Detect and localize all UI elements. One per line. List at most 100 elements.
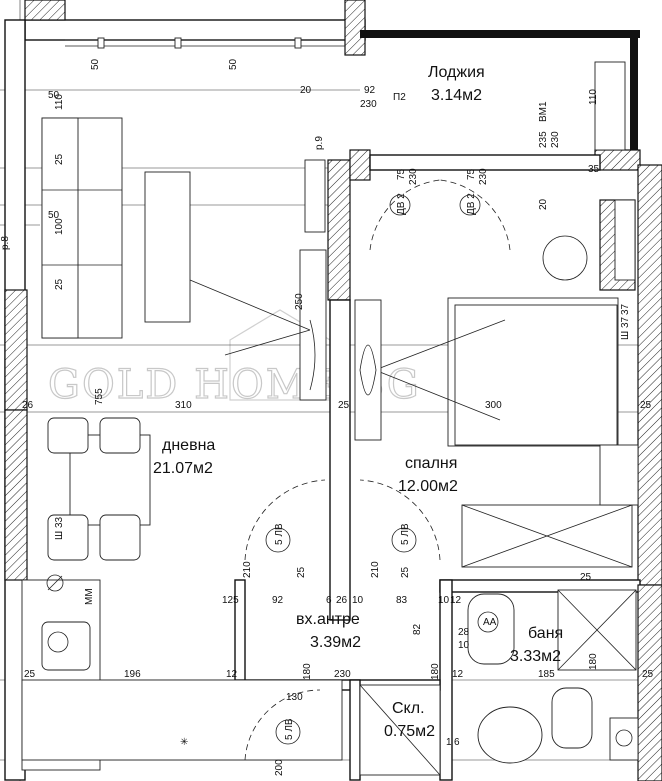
bath-area: 3.33м2: [510, 648, 561, 665]
dim-230e: 230: [334, 669, 351, 680]
kitchen: ✳: [21, 574, 343, 771]
dim-235: 235: [538, 131, 549, 148]
dim-25-right: 25: [640, 400, 652, 411]
dim-230-b: 230: [478, 168, 489, 185]
dim-12a: 12: [450, 595, 462, 606]
dim-230-c: 230: [550, 131, 561, 148]
dim-28: 28: [458, 627, 470, 638]
window-top: [65, 37, 345, 49]
dim-1: 1: [446, 737, 452, 748]
dim-180-c: 180: [588, 653, 599, 670]
radiator-1: [594, 61, 626, 151]
dim-83: 83: [396, 595, 408, 606]
dim-250: 250: [294, 293, 305, 310]
dim-10b: 10: [438, 595, 450, 606]
radiator-3: [304, 159, 326, 233]
wardrobe: [461, 444, 639, 568]
dim-top-20: 20: [300, 85, 312, 96]
dim-p8: р.8: [0, 236, 11, 250]
dim-230-a: 230: [408, 168, 419, 185]
dim-210-a: 210: [242, 561, 253, 578]
walls: [4, 0, 662, 781]
bedroom-name: спалня: [405, 455, 457, 472]
dim-35: 35: [588, 164, 600, 175]
dim-25d: 25: [24, 669, 36, 680]
label-mm: ММ: [84, 588, 95, 605]
dim-20: 20: [538, 198, 549, 210]
dim-sh37: Ш 37: [620, 316, 631, 340]
dim-side-25b: 25: [54, 278, 65, 290]
dim-92: 92: [272, 595, 284, 606]
dim-side-50: 50: [48, 90, 60, 101]
loggia-area: 3.14м2: [431, 87, 482, 104]
dim-p2: П2: [393, 92, 406, 103]
storage-name: Скл.: [392, 700, 425, 717]
dim-25-b: 25: [400, 566, 411, 578]
dim-side-50b: 50: [48, 210, 60, 221]
doors: [244, 179, 511, 761]
dim-200: 200: [274, 759, 285, 776]
dim-180-b: 180: [430, 663, 441, 680]
dim-25c: 25: [580, 572, 592, 583]
dim-125: 125: [222, 595, 239, 606]
bed: [374, 235, 619, 447]
dim-25-mid: 25: [338, 400, 350, 411]
dim-6b: 6: [454, 737, 460, 748]
dim-10c: 10: [458, 640, 470, 651]
coffee-table: [144, 171, 191, 323]
dim-180-a: 180: [302, 663, 313, 680]
dim-130: 130: [286, 692, 303, 703]
living-area: 21.07м2: [153, 460, 213, 477]
dim-300: 300: [485, 400, 502, 411]
dim-25-a: 25: [296, 566, 307, 578]
sofa: [41, 117, 123, 339]
bedroom-area: 12.00м2: [398, 478, 458, 495]
entrance-area: 3.39м2: [310, 634, 361, 651]
storage-area: 0.75м2: [384, 723, 435, 740]
dim-196: 196: [124, 669, 141, 680]
dim-side-110: 110: [54, 94, 65, 110]
loggia-name: Лоджия: [428, 64, 485, 81]
dim-755: 755: [94, 388, 105, 405]
door-markers: [265, 194, 499, 745]
dim-6: 6: [326, 595, 332, 606]
dim-bm1: ВМ1: [538, 101, 549, 122]
dim-26-living: 26: [22, 400, 34, 411]
dim-top-92: 92: [364, 85, 376, 96]
dim-82: 82: [412, 623, 423, 635]
dim-top-50-b: 50: [228, 58, 239, 70]
svg-text:✳: ✳: [180, 737, 188, 748]
dim-185: 185: [538, 669, 555, 680]
dining-set: [47, 417, 151, 561]
dim-5lv-a: 5 ЛВ: [274, 523, 285, 545]
dim-5lv-c: 5 ЛВ: [284, 718, 295, 740]
entrance-name: вх.антре: [296, 611, 360, 628]
dim-75-b: 75: [466, 168, 477, 180]
dim-p9: р.9: [314, 136, 325, 150]
dim-5lv-b: 5 ЛВ: [400, 523, 411, 545]
dim-26: 26: [336, 595, 348, 606]
bath-name: баня: [528, 625, 563, 642]
dim-sh33: Ш 33: [54, 516, 65, 540]
dim-dv2-a: ДВ 2: [396, 193, 407, 215]
dim-dv2-b: ДВ 2: [466, 193, 477, 215]
living-name: дневна: [162, 437, 215, 454]
dim-side-100: 100: [54, 218, 65, 235]
dim-top-230: 230: [360, 99, 377, 110]
dim-210-b: 210: [370, 561, 381, 578]
dimension-labels: 50 50 20 92 230 П2 50 110 25 50 100 25 р…: [0, 58, 654, 776]
dim-110: 110: [588, 89, 599, 105]
label-aa: АА: [483, 617, 497, 628]
dim-top-50-a: 50: [90, 58, 101, 70]
dim-10: 10: [352, 595, 364, 606]
dim-310: 310: [175, 400, 192, 411]
dim-side-25: 25: [54, 153, 65, 165]
dim-75-a: 75: [396, 168, 407, 180]
dim-37: 37: [620, 303, 631, 315]
radiator-2: [614, 199, 636, 281]
dim-12c: 12: [452, 669, 464, 680]
bath-fixtures: [359, 589, 639, 776]
dim-12b: 12: [226, 669, 238, 680]
dim-25e: 25: [642, 669, 654, 680]
